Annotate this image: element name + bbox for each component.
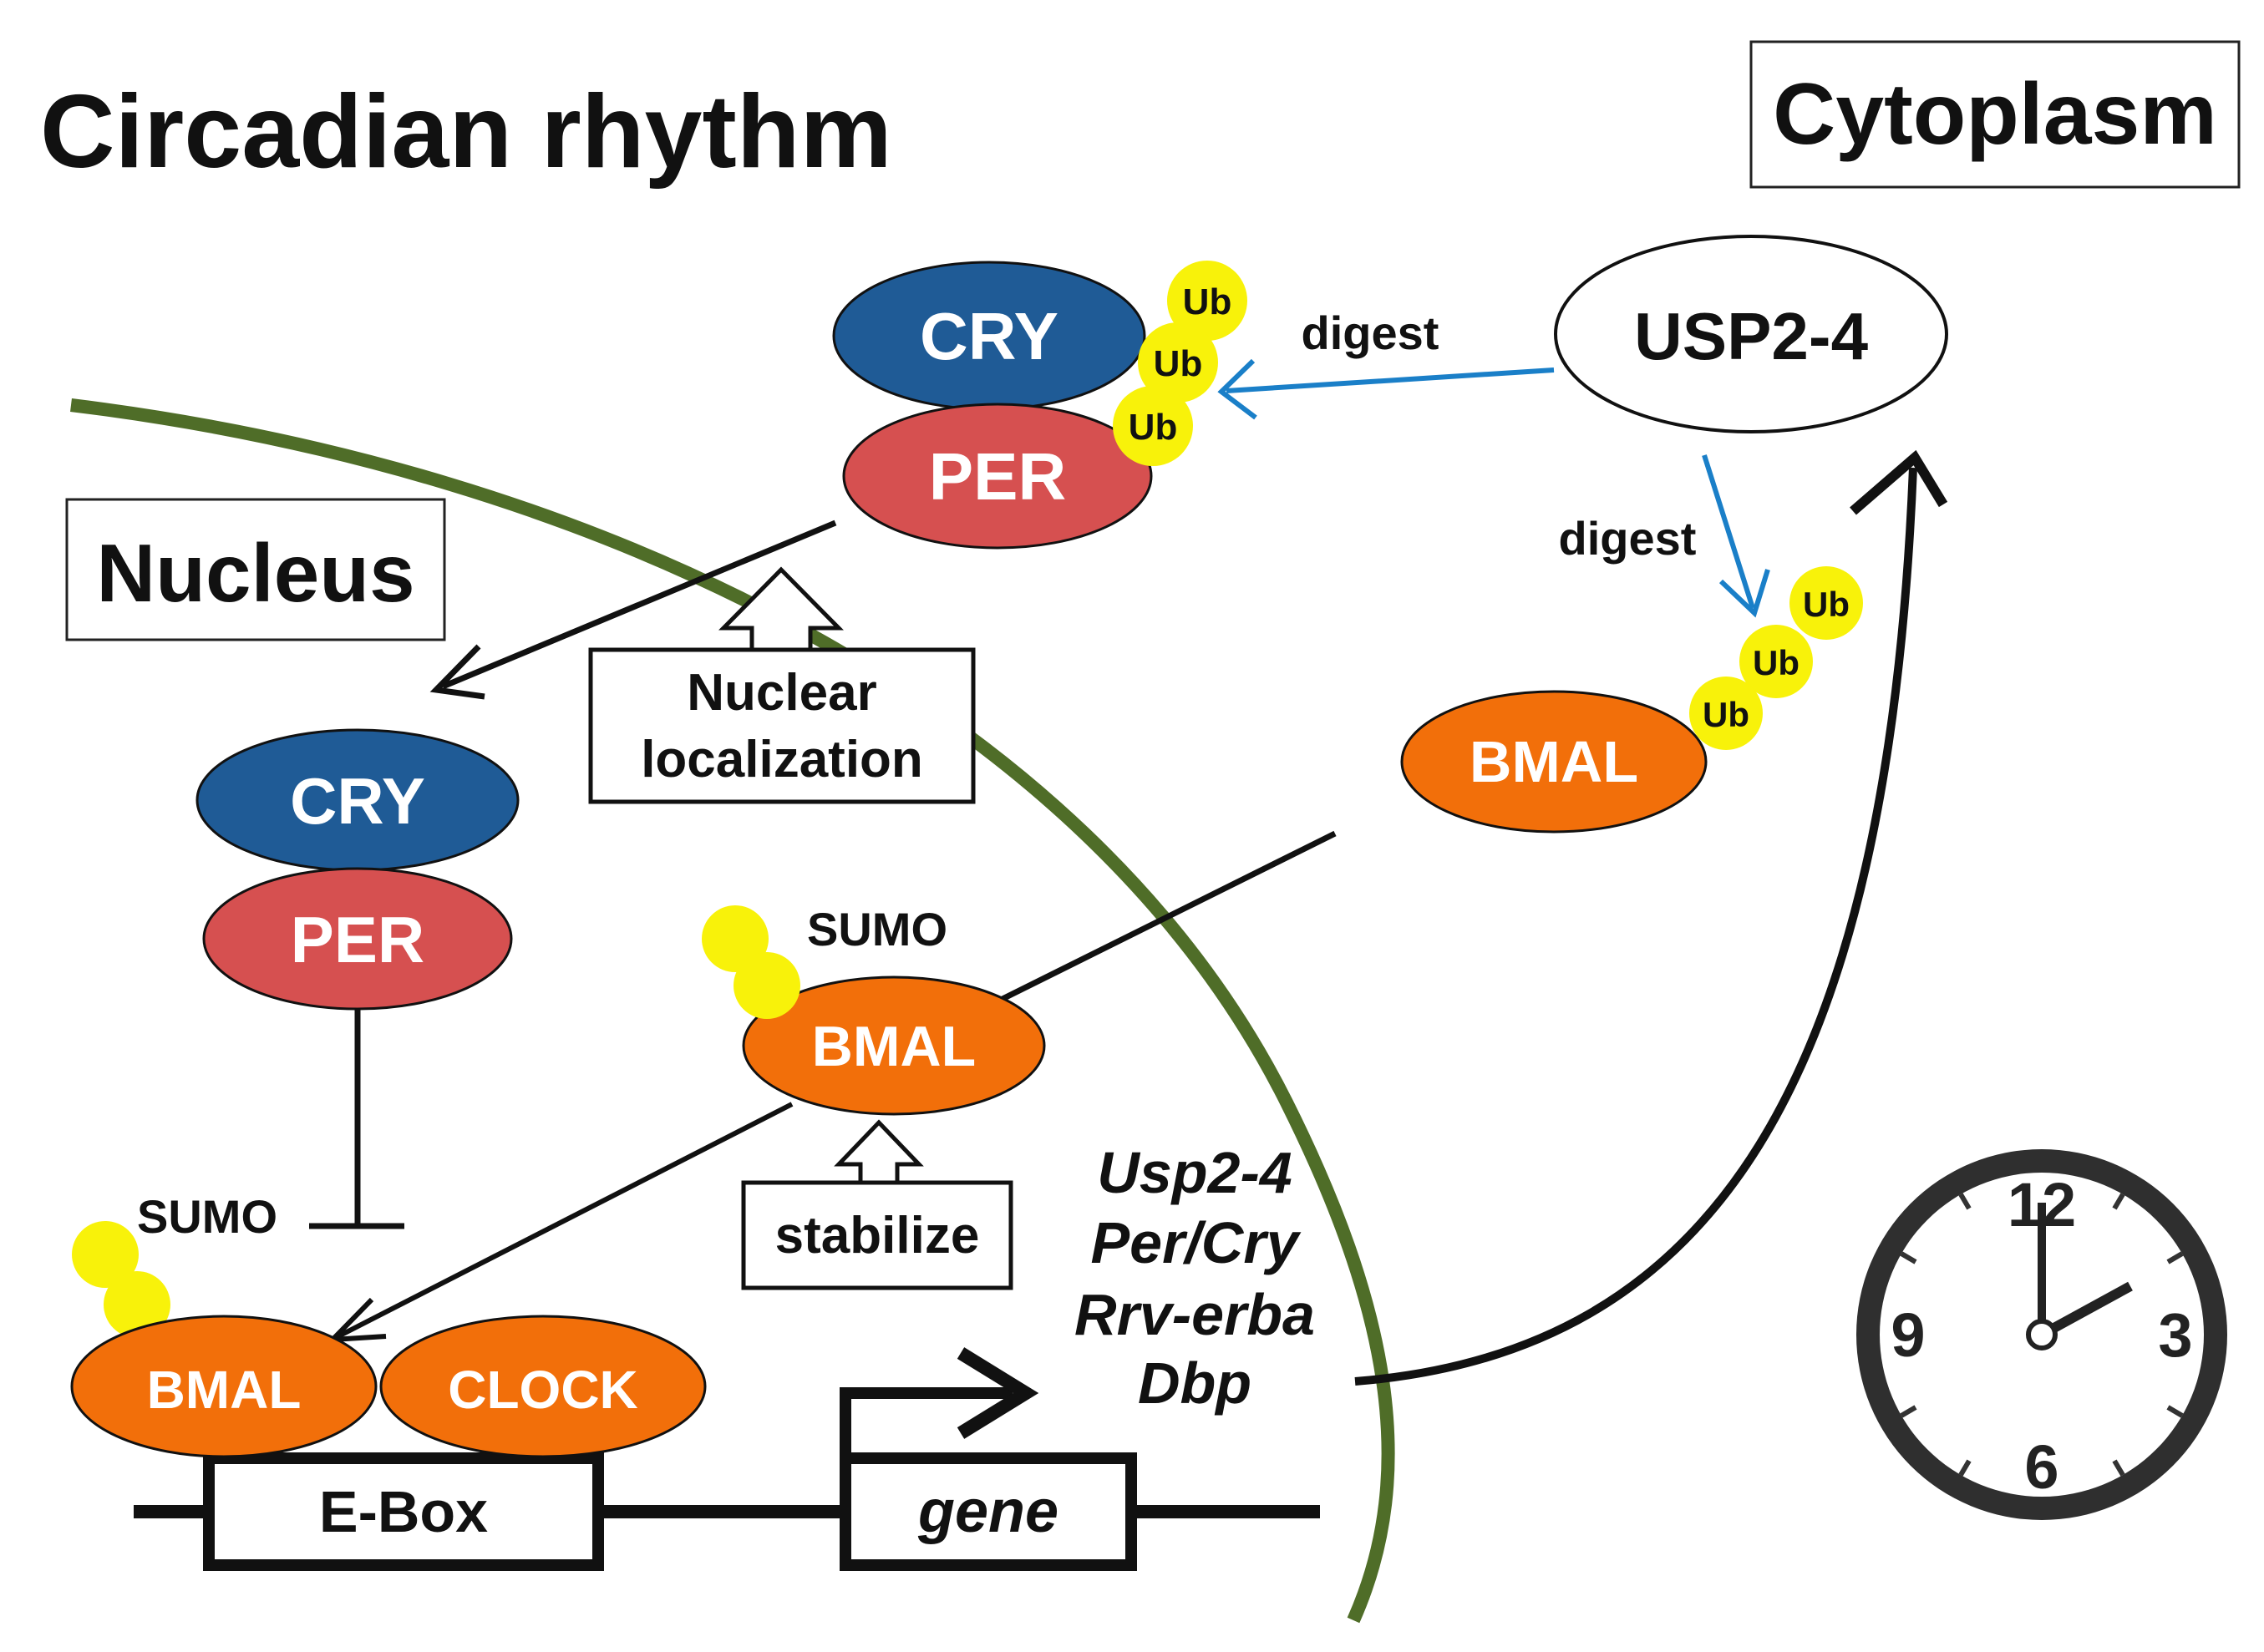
inhibition-line — [309, 1009, 404, 1229]
ebox-label: E-Box — [319, 1479, 488, 1544]
sumo-marker — [72, 1221, 139, 1288]
usp-label: USP2-4 — [1634, 299, 1869, 373]
ub-label: Ub — [1183, 281, 1232, 322]
clock-numeral: 6 — [2024, 1432, 2058, 1502]
ebox-element: E-Box — [203, 1452, 604, 1571]
cry-per-complex-ubiquitinated: CRY PER Ub Ub Ub — [832, 261, 1247, 550]
sumo-marker — [104, 1271, 170, 1338]
gene-label: gene — [917, 1478, 1058, 1545]
bmal-protein — [742, 975, 1046, 1116]
clock-icon: 12 3 6 9 — [1856, 1149, 2227, 1520]
stabilize-label: stabilize — [775, 1207, 980, 1264]
digest-label-right: digest — [1559, 512, 1697, 565]
cytoplasm-label: Cytoplasm — [1749, 40, 2241, 189]
nucleus-label: Nucleus — [65, 498, 446, 641]
bmal-label: BMAL — [1470, 729, 1638, 794]
bmal-label: BMAL — [147, 1360, 302, 1420]
bmal-protein — [70, 1315, 378, 1458]
clock-numeral: 3 — [2158, 1300, 2192, 1370]
gene-element: gene — [840, 1347, 1137, 1571]
nuclear-localization-box: Nuclear localization — [588, 566, 976, 804]
ub-label: Ub — [1129, 407, 1178, 448]
digest-label-top: digest — [1302, 307, 1439, 359]
ub-marker — [1167, 261, 1247, 341]
usp2-4-enzyme: USP2-4 — [1554, 235, 1948, 433]
nuclear-localization-line1: Nuclear — [687, 664, 876, 722]
clock-protein — [379, 1315, 707, 1458]
target-gene: Rrv-erba — [1074, 1282, 1315, 1347]
stabilize-box: stabilize — [741, 1119, 1013, 1290]
per-protein — [842, 403, 1153, 550]
target-gene: Dbp — [1138, 1350, 1251, 1416]
clock-numeral: 9 — [1891, 1300, 1925, 1370]
bmal-sumoylated: BMAL SUMO — [702, 830, 1337, 1116]
bmal-label: BMAL — [812, 1015, 976, 1078]
cry-label: CRY — [920, 299, 1058, 373]
page-title: Circadian rhythm — [40, 74, 892, 190]
target-genes-list: Usp2-4 Per/Cry Rrv-erba Dbp — [1074, 1140, 1315, 1416]
bmal-clock-dimer: BMAL CLOCK — [70, 1315, 707, 1458]
ub-marker — [1113, 386, 1193, 466]
target-gene: Per/Cry — [1090, 1210, 1301, 1275]
import-arrow — [429, 519, 837, 700]
nucleus-label-text: Nucleus — [96, 527, 414, 619]
cry-per-complex-nuclear: CRY PER — [195, 728, 520, 1011]
per-label: PER — [929, 439, 1067, 514]
cry-label: CRY — [290, 764, 425, 838]
digest-arrow-right — [1702, 454, 1770, 618]
nuclear-membrane — [70, 398, 1395, 1624]
ub-marker — [1138, 322, 1218, 403]
sumo-marker — [734, 952, 800, 1019]
per-label: PER — [291, 903, 424, 976]
feedback-arrow — [1354, 449, 1948, 1386]
ub-label: Ub — [1803, 585, 1850, 624]
ub-marker — [1739, 625, 1813, 698]
ub-label: Ub — [1703, 695, 1749, 734]
sumo-marker — [702, 905, 769, 972]
digest-arrow-top — [1217, 358, 1555, 420]
nuclear-localization-line2: localization — [641, 731, 923, 788]
sumo-label: SUMO — [137, 1190, 277, 1243]
bmal-ubiquitinated: BMAL Ub Ub Ub — [1400, 566, 1863, 834]
bmal-protein — [1400, 690, 1708, 834]
ub-label: Ub — [1154, 343, 1203, 384]
ub-label: Ub — [1753, 643, 1800, 682]
target-gene: Usp2-4 — [1097, 1140, 1292, 1205]
sumo-label: SUMO — [807, 903, 947, 955]
bmal-to-ebox-arrow — [326, 1102, 794, 1343]
cytoplasm-label-text: Cytoplasm — [1773, 66, 2217, 163]
ub-marker — [1689, 677, 1763, 750]
clock-label: CLOCK — [448, 1360, 638, 1420]
ub-marker — [1789, 566, 1863, 640]
